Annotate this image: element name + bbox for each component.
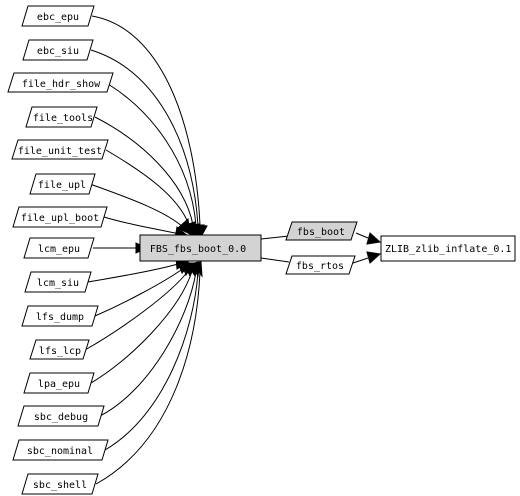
edge-file-hdr-show bbox=[107, 83, 197, 226]
node-label: file_tools bbox=[33, 113, 93, 124]
node-file-hdr-show[interactable]: file_hdr_show bbox=[7, 72, 114, 93]
edge-center-fbs-rtos bbox=[260, 257, 290, 263]
node-label: fbs_boot bbox=[297, 227, 345, 238]
parallelogram-icon bbox=[29, 173, 96, 195]
edge-lcm-siu bbox=[87, 263, 179, 283]
parallelogram-icon bbox=[21, 305, 99, 327]
node-label: lcm_siu bbox=[37, 278, 79, 289]
parallelogram-icon bbox=[12, 206, 108, 228]
node-ebc-siu[interactable]: ebc_siu bbox=[22, 39, 94, 61]
node-fbs-boot[interactable]: fbs_boot bbox=[285, 221, 358, 241]
node-lcm-epu[interactable]: lcm_epu bbox=[23, 237, 95, 259]
edge-file-upl bbox=[89, 183, 185, 229]
parallelogram-icon bbox=[21, 473, 99, 495]
edge-fbs-boot-zlib bbox=[355, 232, 369, 239]
node-label: lpa_epu bbox=[38, 379, 80, 390]
parallelogram-icon bbox=[17, 405, 105, 427]
edge-ebc-siu bbox=[90, 49, 199, 226]
node-label: sbc_nominal bbox=[27, 446, 93, 457]
node-label: lcm_epu bbox=[38, 244, 80, 255]
parallelogram-icon bbox=[24, 271, 92, 293]
node-file-upl[interactable]: file_upl bbox=[29, 173, 96, 195]
edge-file-tools bbox=[94, 116, 194, 226]
parallelogram-icon bbox=[23, 237, 95, 259]
node-lfs-lcp[interactable]: lfs_lcp bbox=[29, 339, 90, 360]
parallelogram-icon bbox=[22, 39, 94, 61]
node-label: sbc_debug bbox=[34, 412, 88, 423]
parallelogram-icon bbox=[285, 255, 356, 275]
edge-ebc-epu bbox=[91, 15, 201, 226]
node-lpa-epu[interactable]: lpa_epu bbox=[23, 372, 95, 394]
node-file-unit-test[interactable]: file_unit_test bbox=[11, 139, 109, 160]
parallelogram-icon bbox=[29, 339, 90, 360]
rectangle-icon bbox=[139, 234, 262, 262]
parallelogram-icon bbox=[12, 439, 109, 461]
edge-file-unit-test bbox=[105, 149, 190, 226]
edge-lpa-epu bbox=[90, 270, 193, 384]
edges-layer bbox=[84, 15, 369, 485]
node-label: lfs_lcp bbox=[39, 346, 81, 357]
edge-center-fbs-boot bbox=[260, 235, 290, 240]
node-sbc-nominal[interactable]: sbc_nominal bbox=[12, 439, 109, 461]
node-label: file_upl bbox=[38, 180, 86, 191]
edge-sbc-shell bbox=[95, 271, 201, 485]
node-label: ZLIB_zlib_inflate_0.1 bbox=[385, 244, 511, 255]
arrowhead-icon bbox=[366, 232, 382, 245]
node-sbc-debug[interactable]: sbc_debug bbox=[17, 405, 105, 427]
node-sbc-shell[interactable]: sbc_shell bbox=[21, 473, 99, 495]
arrowhead-icon bbox=[177, 217, 191, 235]
node-label: file_upl_boot bbox=[21, 213, 99, 224]
node-lcm-siu[interactable]: lcm_siu bbox=[24, 271, 92, 293]
node-file-upl-boot[interactable]: file_upl_boot bbox=[12, 206, 108, 228]
parallelogram-icon bbox=[23, 372, 95, 394]
edge-file-upl-boot bbox=[103, 216, 181, 235]
parallelogram-icon bbox=[21, 5, 95, 27]
node-label: file_hdr_show bbox=[22, 79, 101, 90]
node-label: FBS_fbs_boot_0.0 bbox=[150, 244, 246, 255]
rectangle-icon bbox=[380, 235, 516, 262]
edge-sbc-debug bbox=[99, 271, 197, 417]
parallelogram-icon bbox=[25, 106, 98, 128]
parallelogram-icon bbox=[11, 139, 109, 160]
node-zlib-zlib-inflate[interactable]: ZLIB_zlib_inflate_0.1 bbox=[380, 235, 516, 262]
arrowheads-layer bbox=[135, 217, 382, 278]
parallelogram-icon bbox=[285, 221, 358, 241]
parallelogram-icon bbox=[7, 72, 114, 93]
node-label: fbs_rtos bbox=[296, 261, 344, 272]
node-fbs-rtos[interactable]: fbs_rtos bbox=[285, 255, 356, 275]
arrowhead-icon bbox=[193, 261, 203, 278]
node-lfs-dump[interactable]: lfs_dump bbox=[21, 305, 99, 327]
arrowhead-icon bbox=[366, 251, 382, 264]
node-label: sbc_shell bbox=[33, 480, 87, 491]
edge-sbc-nominal bbox=[104, 271, 199, 451]
node-label: file_unit_test bbox=[18, 146, 102, 157]
node-label: ebc_siu bbox=[37, 46, 79, 57]
node-ebc-epu[interactable]: ebc_epu bbox=[21, 5, 95, 27]
node-label: ebc_epu bbox=[37, 12, 79, 23]
node-label: lfs_dump bbox=[36, 312, 84, 323]
edge-lfs-lcp bbox=[84, 269, 190, 351]
node-file-tools[interactable]: file_tools bbox=[25, 106, 98, 128]
edge-lfs-dump bbox=[94, 267, 185, 317]
node-fbs-fbs-boot-center[interactable]: FBS_fbs_boot_0.0 bbox=[139, 234, 262, 262]
